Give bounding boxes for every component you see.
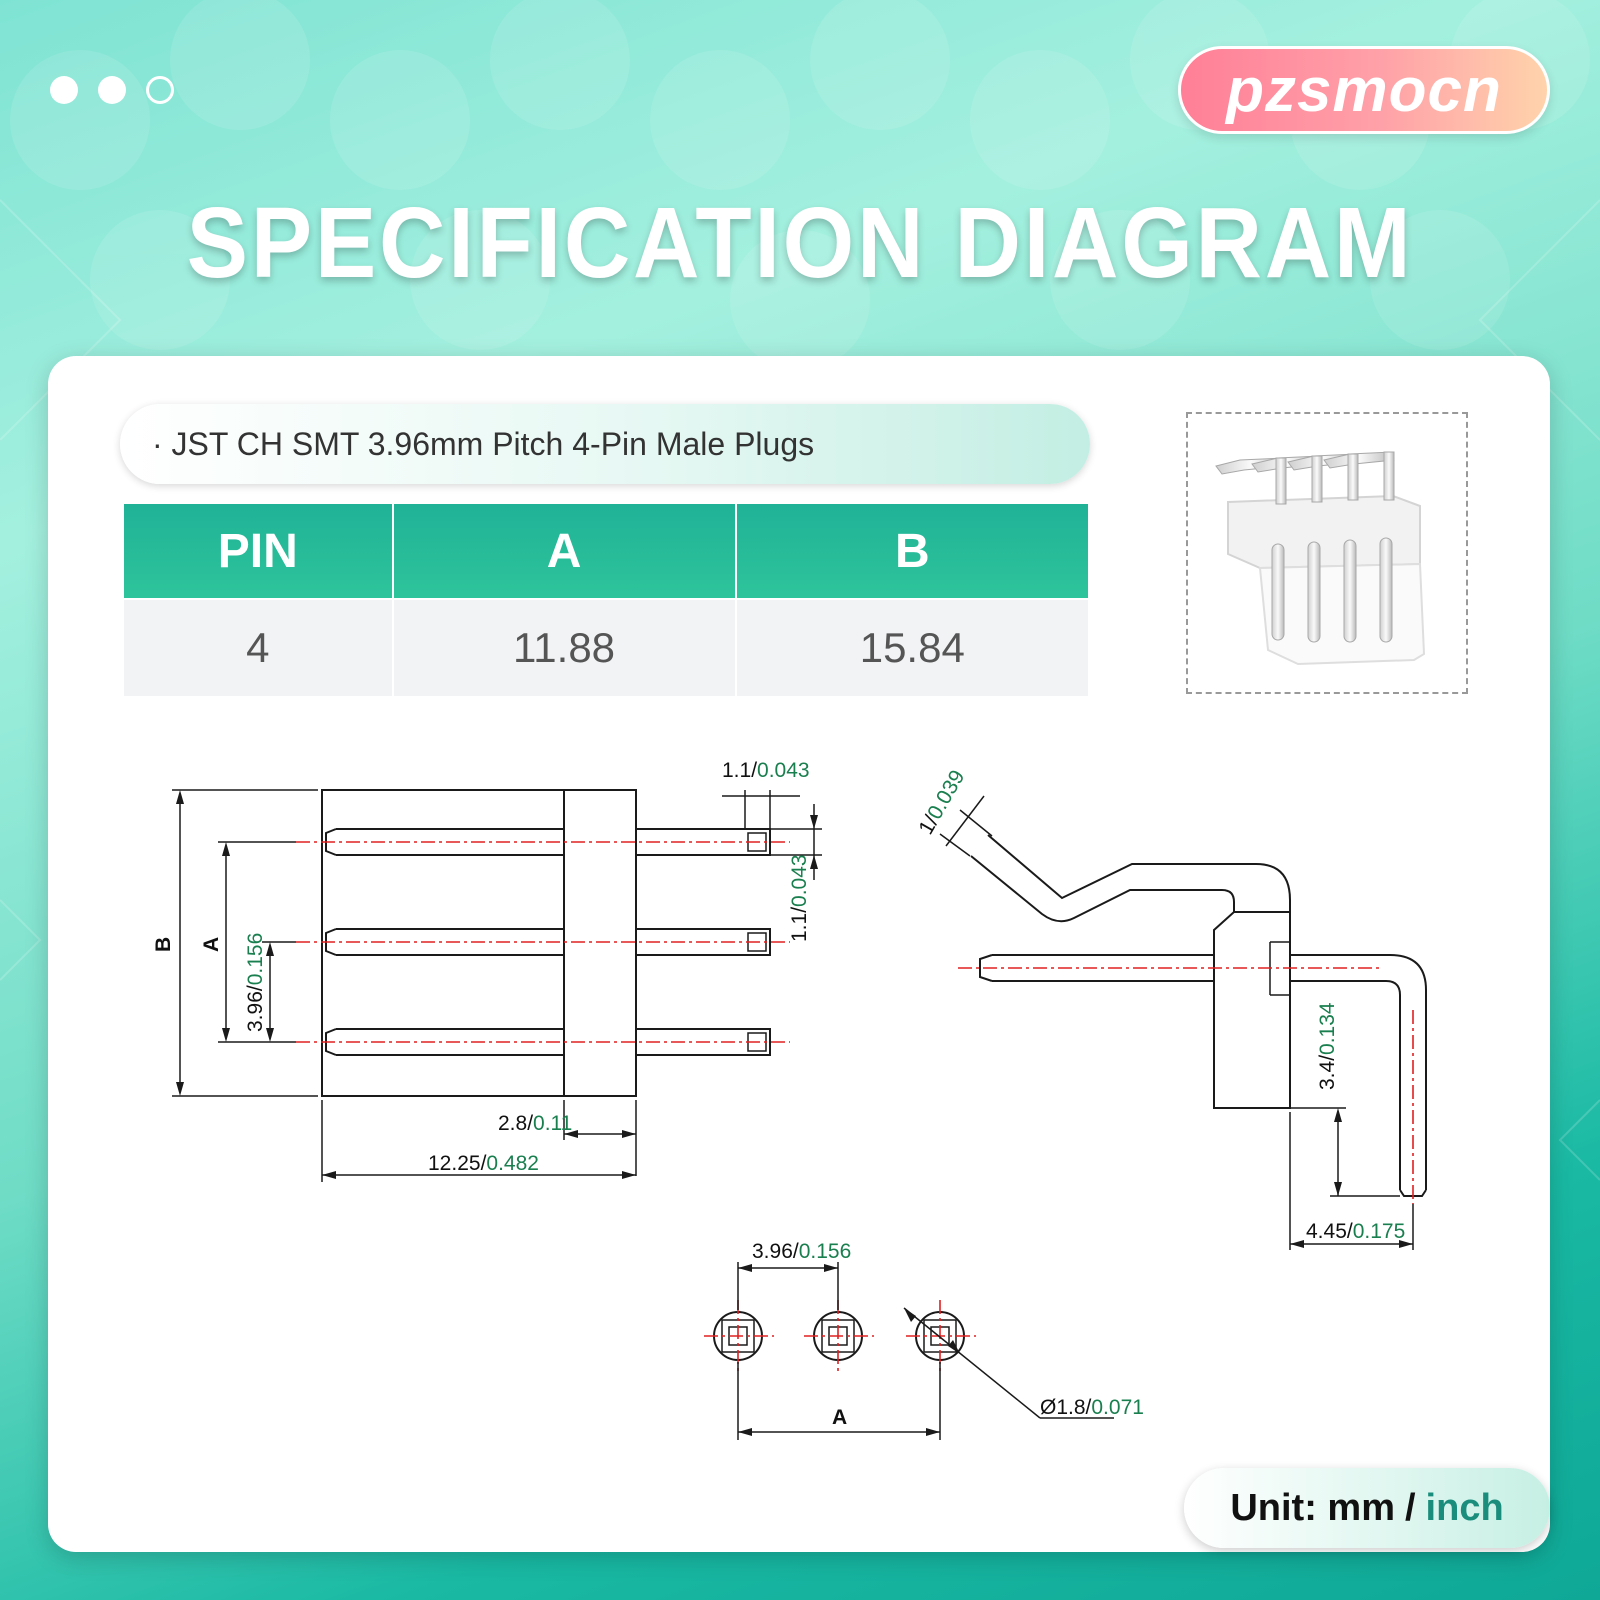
product-subtitle-text: · JST CH SMT 3.96mm Pitch 4-Pin Male Plu… <box>152 425 815 462</box>
unit-slash: / <box>1404 1486 1416 1529</box>
top-view: 1.1/0.043 1.1/0.043 3.96/0.156 A B 2.8/0… <box>152 759 822 1182</box>
unit-label: Unit: mm <box>1230 1486 1395 1529</box>
page-title: SPECIFICATION DIAGRAM <box>186 187 1414 299</box>
dim-pitch-bottom-label: 3.96/0.156 <box>752 1240 851 1263</box>
dot-filled-2 <box>98 76 126 104</box>
spec-cell-b: 15.84 <box>736 600 1088 696</box>
dim-a-bottom-label: A <box>832 1406 847 1429</box>
dim-a-label: A <box>200 937 223 952</box>
unit-badge: Unit: mm / inch <box>1184 1468 1550 1548</box>
dim-height-label: 3.4/0.134 <box>1316 1002 1339 1090</box>
dim-total-length-label: 12.25/0.482 <box>428 1152 539 1175</box>
dim-pitch-side-label: 3.96/0.156 <box>244 933 267 1032</box>
spec-header-pin: PIN <box>124 504 392 600</box>
dim-pin-side-width-label: 1/0.039 <box>914 766 969 838</box>
unit-inch: inch <box>1425 1486 1504 1529</box>
spec-cell-a: 11.88 <box>393 600 735 696</box>
brand-badge: pzsmocn <box>1178 46 1550 134</box>
product-subtitle: · JST CH SMT 3.96mm Pitch 4-Pin Male Plu… <box>120 404 1090 484</box>
dim-offset-label: 4.45/0.175 <box>1306 1220 1405 1243</box>
spec-cell-pin: 4 <box>124 600 392 696</box>
spec-table-header-row: PIN A B <box>124 504 1088 600</box>
footprint-view: 3.96/0.156 A Ø1.8/0.071 <box>704 1240 1144 1440</box>
pagination-dots <box>50 76 174 104</box>
housing-outline <box>321 789 637 1097</box>
dot-filled-1 <box>50 76 78 104</box>
dim-hole-diameter-label: Ø1.8/0.071 <box>1040 1396 1144 1419</box>
table-row: 4 11.88 15.84 <box>124 600 1088 696</box>
connector-product-image <box>1215 451 1426 666</box>
brand-logo: pzsmocn <box>1226 55 1502 125</box>
dim-pin-width-label: 1.1/0.043 <box>722 759 810 782</box>
dim-b-label: B <box>152 937 175 952</box>
product-photo-frame <box>1186 412 1468 694</box>
spec-table: PIN A B 4 11.88 15.84 <box>122 504 1090 696</box>
dim-body-label: 2.8/0.11 <box>498 1112 572 1135</box>
dot-hollow <box>146 76 174 104</box>
spec-header-b: B <box>736 504 1088 600</box>
side-view: 1/0.039 3.4/0.134 4.45/0.175 <box>914 766 1427 1250</box>
dim-pin-thickness-label: 1.1/0.043 <box>788 854 811 942</box>
spec-header-a: A <box>393 504 735 600</box>
